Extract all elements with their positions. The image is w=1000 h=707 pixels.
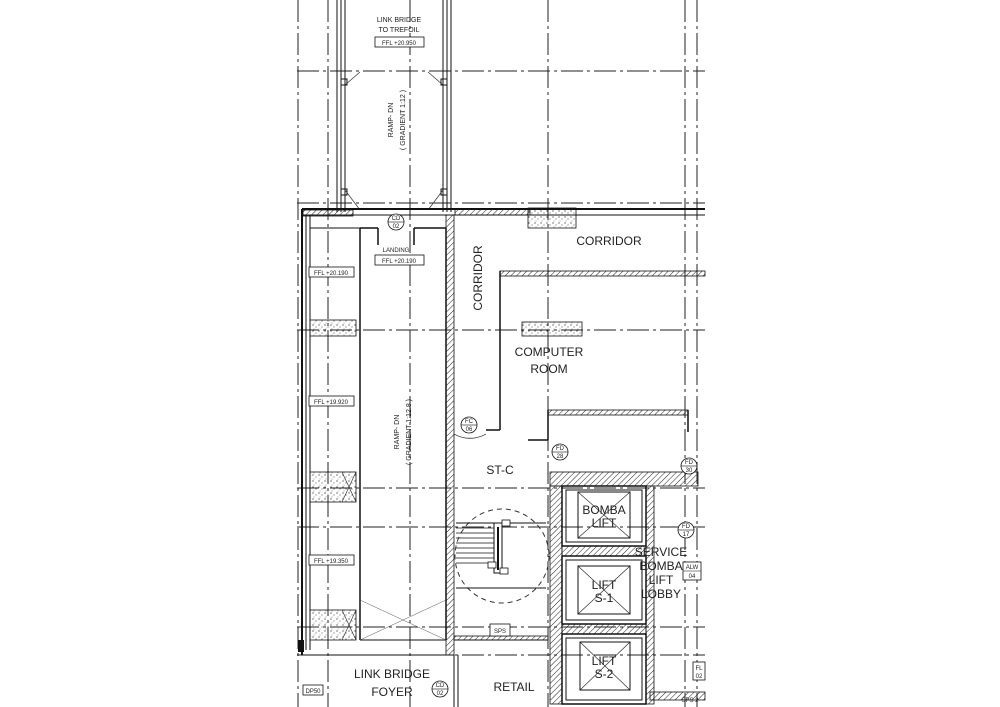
ffl-side-box-1 — [308, 266, 355, 278]
retail-label: RETAIL — [493, 680, 534, 694]
tag-fd-1: FD 28 — [551, 443, 569, 461]
svg-text:02: 02 — [437, 691, 444, 697]
ramp-main-label-2: ( GRADIENT 1:12.8 ) — [406, 399, 413, 465]
ramp-top-label-2: ( GRADIENT 1:12 ) — [400, 90, 407, 150]
staircase-st-c: ST-C — [453, 463, 550, 641]
building-walls — [301, 207, 705, 656]
bomba-lift-label-2: LIFT — [592, 516, 617, 530]
corridor-vertical-label: CORRIDOR — [471, 245, 485, 311]
lift-s1-label-2: S-1 — [595, 591, 614, 605]
svg-text:06: 06 — [466, 427, 473, 433]
tag-sps-bottom: SPS 2 — [681, 698, 699, 704]
svg-text:02: 02 — [696, 674, 703, 680]
link-bridge-top: LINK BRIDGE TO TREFOIL FFL +20.950 RAMP-… — [336, 0, 452, 212]
ffl-side-label-1: FFL +20.190 — [314, 271, 349, 277]
ffl-top-box — [374, 36, 425, 48]
service-lobby-label-4: LOBBY — [641, 587, 681, 601]
svg-text:ALW: ALW — [686, 565, 699, 571]
tag-cd-top: CD 02 — [387, 213, 405, 231]
svg-text:02: 02 — [393, 224, 400, 230]
corridor-computer-room: CORRIDOR CORRIDOR COMPUTER ROOM — [453, 234, 706, 441]
ffl-landing-box — [374, 254, 425, 266]
link-bridge-trefoil-label-1: LINK BRIDGE — [377, 17, 422, 24]
svg-text:28: 28 — [557, 454, 564, 460]
svg-text:SPS: SPS — [494, 629, 506, 635]
tag-cd-bottom: CD 02 — [431, 680, 449, 698]
svg-text:30: 30 — [686, 468, 693, 474]
svg-text:04: 04 — [689, 574, 696, 580]
ffl-side-box-3 — [308, 554, 355, 566]
computer-room-label-2: ROOM — [530, 362, 567, 376]
lift-s2-label-2: S-2 — [595, 667, 614, 681]
tag-dp: DP50 — [302, 684, 324, 696]
svg-text:SPS 2: SPS 2 — [681, 698, 699, 704]
tag-sps: SPS — [489, 623, 511, 637]
lower-area: LINK BRIDGE FOYER RETAIL — [298, 640, 706, 707]
tag-fl: FL 02 — [692, 661, 706, 681]
ffl-side-label-3: FFL +19.350 — [314, 559, 349, 565]
bomba-lift-label-1: BOMBA — [582, 503, 625, 517]
corridor-top-label: CORRIDOR — [576, 234, 642, 248]
svg-text:DP50: DP50 — [305, 689, 321, 695]
ramp-top-label-1: RAMP- DN — [388, 103, 395, 138]
svg-text:FD: FD — [682, 524, 691, 530]
landing-label: LANDING — [383, 248, 410, 254]
tag-fc-1: FC 06 — [460, 416, 478, 434]
computer-room-label-1: COMPUTER — [515, 345, 584, 359]
link-bridge-foyer-label-1: LINK BRIDGE — [354, 667, 430, 681]
link-bridge-trefoil-label-2: TO TREFOIL — [379, 27, 420, 34]
stair-label: ST-C — [486, 463, 514, 477]
svg-text:17: 17 — [683, 532, 690, 538]
svg-text:FL: FL — [695, 666, 703, 672]
lift-s2-label-1: LIFT — [592, 654, 617, 668]
tag-fd-2: FD 30 — [680, 457, 698, 475]
tag-alw: ALW 04 — [682, 561, 702, 581]
svg-text:FD: FD — [556, 446, 565, 452]
tag-fd-3: FD 17 — [677, 521, 695, 539]
service-lobby-label-1: SERVICE — [635, 545, 687, 559]
ffl-landing-label: FFL +20.190 — [382, 259, 417, 265]
ffl-side-box-2 — [308, 395, 355, 407]
svg-text:CD: CD — [436, 683, 445, 689]
lift-s1-label-1: LIFT — [592, 578, 617, 592]
ffl-top-label: FFL +20.950 — [382, 41, 417, 47]
ffl-side-label-2: FFL +19.920 — [314, 400, 349, 406]
svg-text:CD: CD — [392, 216, 401, 222]
link-bridge-foyer-label-2: FOYER — [371, 685, 413, 699]
ramp-area: LANDING FFL +20.190 FFL +20.190 FFL +19.… — [308, 248, 425, 566]
svg-text:FC: FC — [465, 419, 474, 425]
svg-text:FD: FD — [685, 460, 694, 466]
ramp-main-label-1: RAMP- DN — [394, 415, 401, 450]
equipment-tags: CD 02 FC 06 FD 28 FD 30 FD 17 — [302, 213, 706, 704]
lift-shafts: BOMBA LIFT LIFT S-1 LIFT S-2 SERVICE BOM… — [549, 471, 699, 705]
service-lobby-label-2: BOMBA — [639, 559, 682, 573]
service-lobby-label-3: LIFT — [649, 573, 674, 587]
